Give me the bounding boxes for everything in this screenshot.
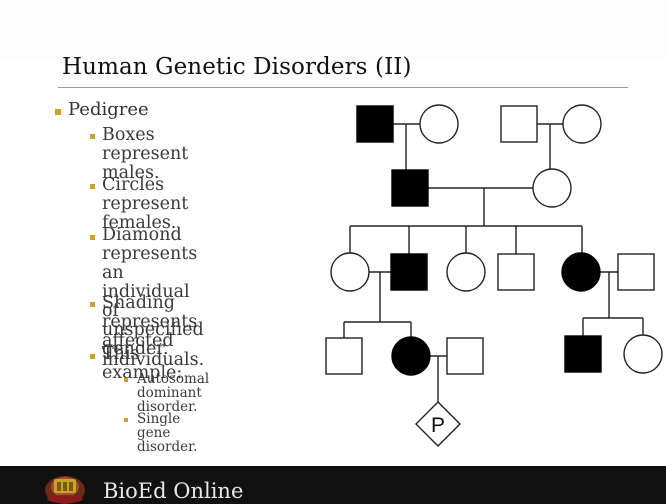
affected-male-symbol — [391, 169, 429, 207]
bullet-circles: Circles represent females. — [102, 175, 189, 233]
bullet-single-gene: Single gene disorder. — [137, 411, 198, 455]
pedigree-lines — [343, 123, 644, 402]
bullet-diamond: Diamond represents an individual of unsp… — [102, 225, 204, 359]
bullet-marker — [90, 184, 95, 189]
bioed-logo-icon — [45, 476, 85, 504]
affected-male-symbol — [356, 105, 394, 143]
affected-male-symbol — [564, 335, 602, 373]
female-symbol — [532, 168, 572, 208]
female-symbol — [562, 104, 602, 144]
diamond-label: P — [431, 414, 445, 437]
male-symbol — [617, 253, 655, 291]
footer-brand: BioEd Online — [103, 479, 244, 503]
footer-bar: BioEd Online — [0, 466, 666, 504]
bullet-marker — [90, 134, 95, 139]
female-symbol — [419, 104, 459, 144]
female-symbol — [623, 334, 663, 374]
unspecified-gender-diamond — [415, 401, 461, 447]
bullet-boxes: Boxes represent males. — [102, 125, 189, 183]
female-symbol — [330, 252, 370, 292]
bullet-marker — [55, 109, 61, 115]
bullet-shading: Shading represents affected individuals. — [102, 293, 205, 370]
bullet-example: This example: — [102, 344, 183, 383]
slide-background — [0, 0, 666, 60]
male-symbol — [446, 337, 484, 375]
affected-female-symbol — [561, 252, 601, 292]
affected-male-symbol — [390, 253, 428, 291]
title-divider — [58, 87, 628, 88]
bullet-autosomal: Autosomal dominant disorder. — [137, 371, 210, 415]
female-symbol — [446, 252, 486, 292]
slide-title: Human Genetic Disorders (II) — [62, 54, 412, 80]
bullet-marker — [90, 302, 95, 307]
male-symbol — [497, 253, 535, 291]
male-symbol — [325, 337, 363, 375]
bullet-marker — [90, 354, 95, 359]
bullet-marker — [124, 418, 128, 422]
bullet-marker — [124, 378, 128, 382]
bullet-marker — [90, 235, 95, 240]
male-symbol — [500, 105, 538, 143]
bullet-pedigree: Pedigree — [68, 99, 149, 120]
affected-female-symbol — [391, 336, 431, 376]
